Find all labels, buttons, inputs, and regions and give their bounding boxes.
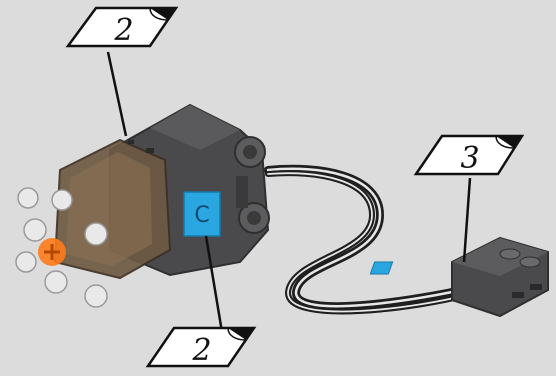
port-label: C	[194, 203, 209, 228]
mounting-lug	[234, 136, 266, 168]
axle-output	[15, 187, 108, 308]
callout-number: 3	[460, 141, 479, 176]
page-curl-icon	[496, 136, 522, 148]
callout-card-bottom: 2	[145, 326, 257, 368]
port-label-box	[183, 191, 221, 237]
callout-card-top: 2	[65, 6, 179, 48]
axle-hub	[38, 238, 66, 266]
page-curl-icon	[228, 328, 254, 340]
motor: C	[15, 103, 270, 308]
leader-lines	[106, 51, 472, 333]
connection-cable	[264, 164, 474, 315]
callout-card-right: 3	[413, 134, 525, 176]
mounting-lug	[238, 202, 270, 234]
callout-number: 2	[113, 13, 133, 48]
connector-brick	[369, 236, 549, 318]
page-curl-icon	[150, 8, 176, 20]
port-highlight	[369, 261, 394, 275]
callout-number: 2	[191, 333, 211, 368]
